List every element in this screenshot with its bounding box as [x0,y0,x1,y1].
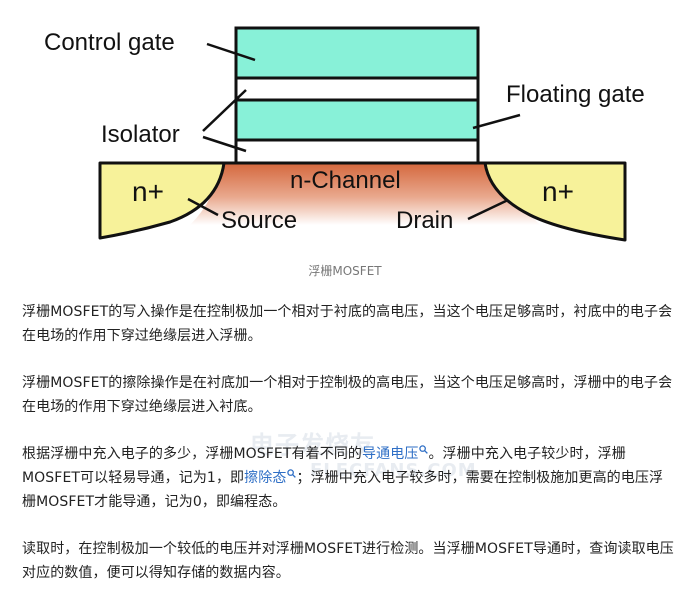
control-gate-label: Control gate [44,29,175,56]
isolator-layer-top [234,76,480,102]
paragraph-text: 。浮栅中充入电子较少时，浮栅MOSFET可以轻易导通，记为1，即 [22,446,626,486]
control-gate-leader [206,42,256,62]
drain-label: Drain [396,207,453,234]
floating-gate-layer [234,98,480,142]
link-erase-state[interactable]: 擦除态 [244,470,287,486]
isolator-label: Isolator [101,121,180,148]
control-gate-layer [234,26,480,80]
paragraph-write-operation: 浮栅MOSFET的写入操作是在控制极加一个相对于衬底的高电压，当这个电压足够高时… [22,304,673,344]
n-plus-left-label: n+ [132,176,164,207]
drain-n-plus-region [483,161,627,242]
search-icon[interactable] [287,469,297,478]
link-turn-on-voltage[interactable]: 导通电压 [362,446,419,462]
isolator-leader-bottom [202,135,247,153]
article-body: 浮栅MOSFET的写入操作是在控制极加一个相对于衬底的高电压，当这个电压足够高时… [22,300,677,608]
paragraph-erase-operation: 浮栅MOSFET的擦除操作是在衬底加一个相对于控制极的高电压，当这个电压足够高时… [22,375,673,415]
n-plus-right-label: n+ [542,176,574,207]
source-n-plus-region [98,161,226,240]
isolator-leader-top [202,89,247,132]
isolator-layer-bottom [234,138,480,165]
source-leader [187,197,219,217]
floating-gate-leader [472,113,521,130]
drain-leader [467,198,509,221]
floating-gate-label: Floating gate [506,81,645,108]
paragraph-read-operation: 读取时，在控制极加一个较低的电压并对浮栅MOSFET进行检测。当浮栅MOSFET… [22,541,674,581]
n-channel-region [190,163,540,225]
figure-caption: 浮栅MOSFET [308,264,382,278]
search-icon[interactable] [419,445,429,454]
floating-gate-mosfet-diagram: Control gate Floating gate Isolator n-Ch… [44,26,645,242]
paragraph-text: ；浮栅中充入电子较多时，需要在控制极施加更高的电压浮栅MOSFET才能导通，记为… [22,470,664,510]
n-channel-label: n-Channel [290,167,401,194]
paragraph-text: 根据浮栅中充入电子的多少，浮栅MOSFET有着不同的 [22,446,363,462]
paragraph-threshold-states: 根据浮栅中充入电子的多少，浮栅MOSFET有着不同的导通电压。浮栅中充入电子较少… [22,442,677,514]
source-label: Source [221,207,297,234]
